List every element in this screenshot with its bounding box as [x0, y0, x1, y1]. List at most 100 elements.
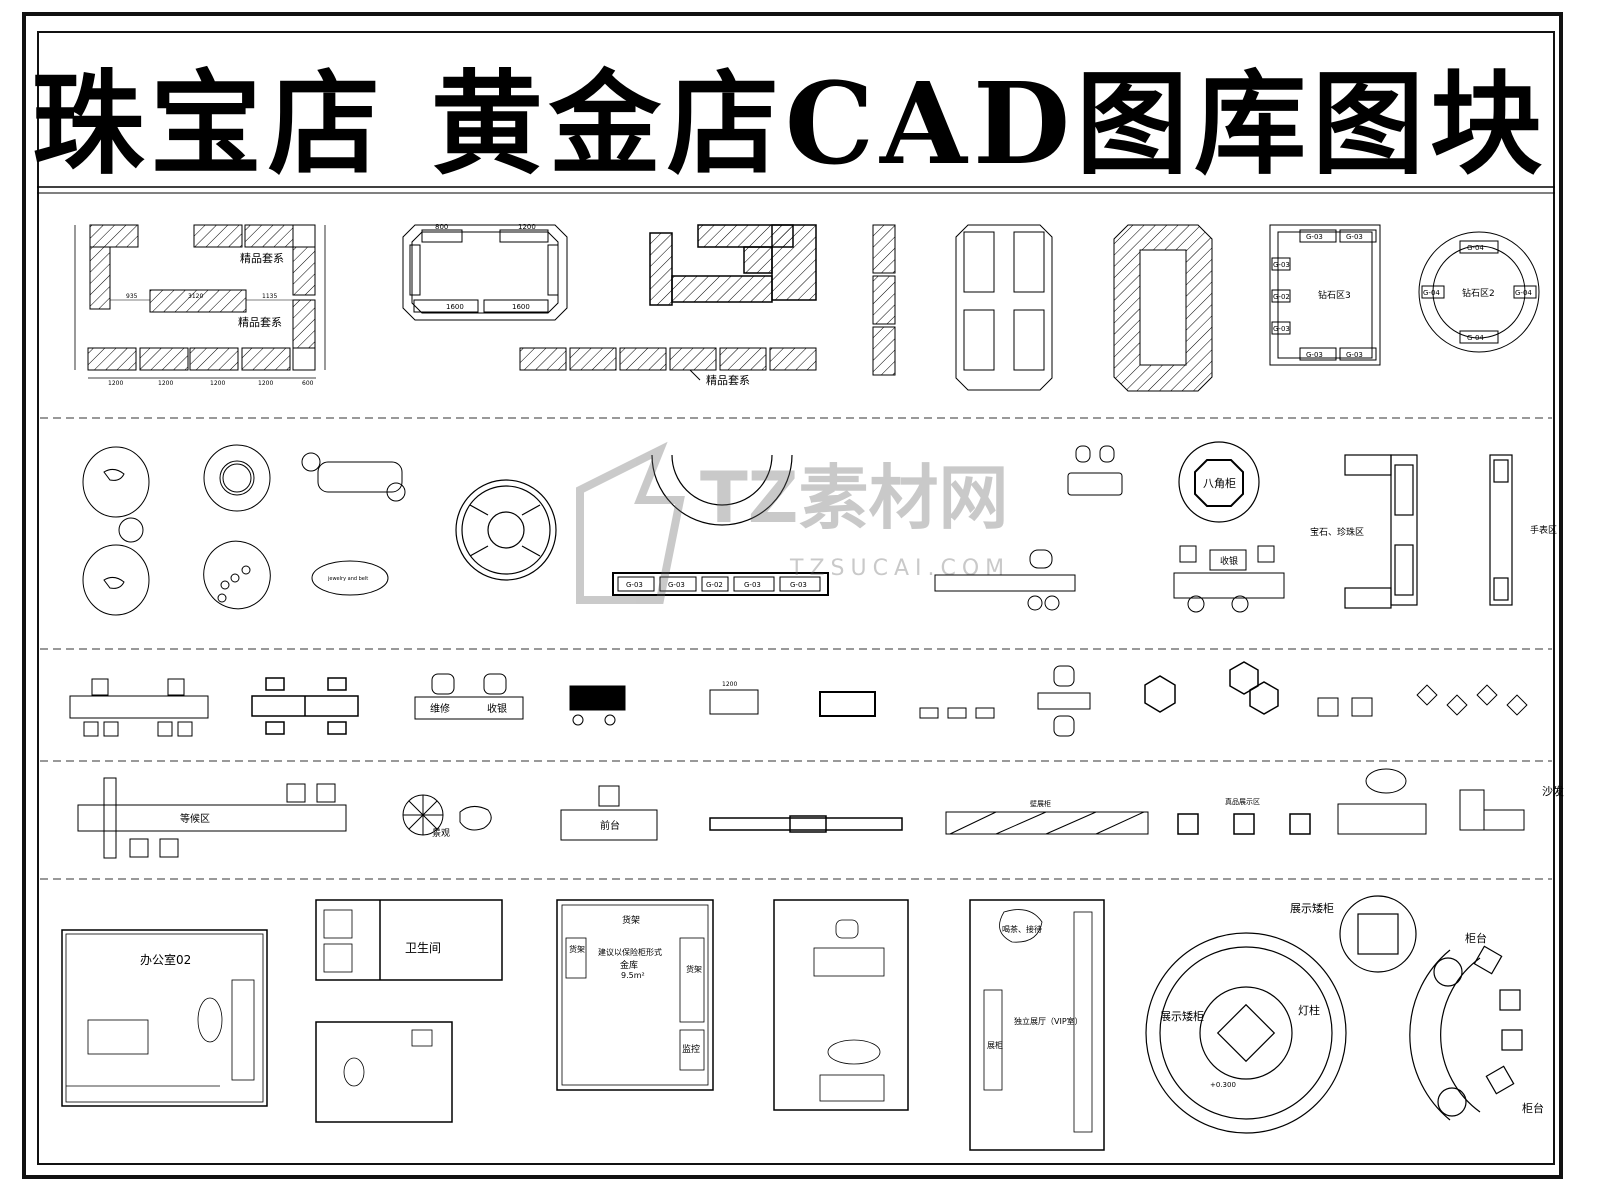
- counter-layout-1-labels: 1200 1200 1200 1200 600 935 3120 1135: [108, 293, 314, 387]
- waiting-zone-counter: [77, 777, 347, 859]
- svg-text:喝茶、接待: 喝茶、接待: [1002, 924, 1042, 934]
- diamond-zone-3: [1269, 224, 1381, 366]
- svg-text:展柜: 展柜: [987, 1040, 1003, 1050]
- wall-display-cabinet: [945, 811, 1149, 835]
- svg-text:G-03: G-03: [1273, 261, 1290, 269]
- svg-text:3120: 3120: [188, 293, 203, 300]
- svg-text:货架: 货架: [569, 944, 585, 954]
- jewelry-belt-label: jewelry and belt: [327, 576, 368, 582]
- diamond-zone-3-labels: G-03 G-03 G-03 G-03 G-03 G-02 G-03 钻石区3: [1273, 233, 1363, 359]
- premium-set-label-3: 精品套系: [706, 374, 750, 387]
- arc-counter: [651, 454, 793, 526]
- svg-text:G-03: G-03: [668, 581, 685, 589]
- svg-text:维修: 维修: [430, 702, 450, 715]
- svg-text:1135: 1135: [262, 293, 277, 300]
- svg-text:G-03: G-03: [744, 581, 761, 589]
- repair-cashier-desk: [414, 673, 524, 720]
- diamond-zone-2-labels: G-04 G-04 G-04 G-04 钻石区2: [1423, 244, 1532, 342]
- svg-text:800: 800: [435, 223, 448, 231]
- curved-counter-labels: 柜台 柜台: [1465, 931, 1544, 1115]
- eight-corner-cabinet: [1178, 441, 1260, 523]
- svg-text:935: 935: [126, 293, 138, 300]
- front-desk-label: 前台: [600, 819, 620, 832]
- svg-text:货架: 货架: [686, 964, 702, 974]
- capsule-display: [301, 452, 406, 596]
- office-plan: [61, 929, 268, 1107]
- sofa-and-chairs: [934, 445, 1123, 611]
- office-label: 办公室02: [140, 952, 191, 967]
- island-counter-1: [955, 224, 1053, 391]
- svg-text:建议以保险柜形式: 建议以保险柜形式: [598, 947, 662, 957]
- svg-text:G-02: G-02: [1273, 293, 1290, 301]
- svg-text:600: 600: [302, 380, 314, 387]
- sofa-set: [1337, 768, 1525, 835]
- vip-room-plan: [969, 899, 1105, 1151]
- waiting-zone-label: 等候区: [180, 812, 210, 825]
- svg-text:TZ素材网: TZ素材网: [700, 457, 1009, 539]
- svg-text:G-03: G-03: [626, 581, 643, 589]
- front-desk: [560, 785, 658, 841]
- svg-text:展示矮柜: 展示矮柜: [1290, 901, 1334, 915]
- g03-cabinet-labels: G-03 G-03 G-02 G-03 G-03: [626, 581, 807, 589]
- svg-text:钻石区2: 钻石区2: [1462, 287, 1495, 299]
- svg-text:1200: 1200: [108, 380, 123, 387]
- svg-text:G-03: G-03: [1346, 351, 1363, 359]
- vault-labels: 货架 货架 货架 建议以保险柜形式 金库 9.5m² 监控: [569, 914, 702, 1055]
- svg-text:G-02: G-02: [706, 581, 723, 589]
- svg-text:货架: 货架: [622, 914, 640, 926]
- black-cabinet: [569, 685, 626, 726]
- square-cabinets: [1317, 684, 1528, 717]
- svg-text:G-03: G-03: [1273, 325, 1290, 333]
- hexagon-cabinets: [1144, 661, 1279, 715]
- cashier-desk: [1173, 545, 1285, 613]
- scenery-plants: [402, 794, 492, 836]
- counter-with-chairs: [69, 678, 209, 737]
- svg-text:1600: 1600: [512, 303, 530, 311]
- octagon-counter-dims: 800 1200 1600 1600: [435, 223, 536, 311]
- outer-frame: [22, 12, 1563, 1179]
- round-showroom-plan: [1145, 895, 1417, 1134]
- g03-cabinet-row: [612, 572, 829, 596]
- svg-text:+0.300: +0.300: [1210, 1081, 1236, 1089]
- double-desk: [251, 677, 359, 735]
- vault-plan: [556, 899, 714, 1091]
- svg-text:展示矮柜: 展示矮柜: [1160, 1009, 1204, 1023]
- svg-text:1200: 1200: [258, 380, 273, 387]
- svg-text:柜台: 柜台: [1522, 1101, 1544, 1115]
- watch-zone: [1489, 454, 1513, 606]
- artwork-display-zone: [1177, 813, 1311, 835]
- vip-room-labels: 喝茶、接待 独立展厅（VIP室） 展柜: [987, 924, 1083, 1050]
- round-counter-octagon: [455, 479, 557, 581]
- svg-text:G-04: G-04: [1423, 289, 1440, 297]
- svg-text:监控: 监控: [682, 1043, 700, 1055]
- meeting-room-plan: [773, 899, 909, 1111]
- svg-text:G-03: G-03: [1306, 233, 1323, 241]
- svg-text:1200: 1200: [210, 380, 225, 387]
- premium-set-label-2: 精品套系: [238, 316, 282, 329]
- svg-text:G-03: G-03: [1306, 351, 1323, 359]
- svg-text:G-03: G-03: [790, 581, 807, 589]
- octagon-counter: [402, 224, 568, 321]
- svg-text:1200: 1200: [518, 223, 536, 231]
- svg-text:TZSUCAI.COM: TZSUCAI.COM: [789, 556, 1010, 581]
- scenery-label: 景观: [432, 828, 450, 839]
- svg-text:柜台: 柜台: [1465, 931, 1487, 945]
- title-divider: [37, 186, 1555, 194]
- svg-text:9.5m²: 9.5m²: [621, 971, 645, 980]
- row-separators: [40, 417, 1552, 880]
- svg-text:独立展厅（VIP室）: 独立展厅（VIP室）: [1014, 1016, 1083, 1026]
- cashier-label: 收银: [1220, 555, 1238, 567]
- wall-cabinet-label: 壁展柜: [1030, 799, 1051, 808]
- inner-frame: [37, 31, 1555, 1165]
- svg-text:金库: 金库: [620, 959, 638, 971]
- svg-text:灯柱: 灯柱: [1298, 1003, 1320, 1017]
- curved-counter-plan: [1409, 945, 1523, 1121]
- svg-text:G-04: G-04: [1515, 289, 1532, 297]
- restroom-plan: [315, 899, 503, 1123]
- eight-corner-cabinet-label: 八角柜: [1203, 477, 1236, 490]
- premium-set-label-1: 精品套系: [240, 252, 284, 265]
- svg-text:钻石区3: 钻石区3: [1318, 289, 1351, 301]
- page-title: 珠宝店 黄金店CAD图库图块: [31, 59, 1549, 190]
- sofa-label: 沙发: [1542, 784, 1564, 798]
